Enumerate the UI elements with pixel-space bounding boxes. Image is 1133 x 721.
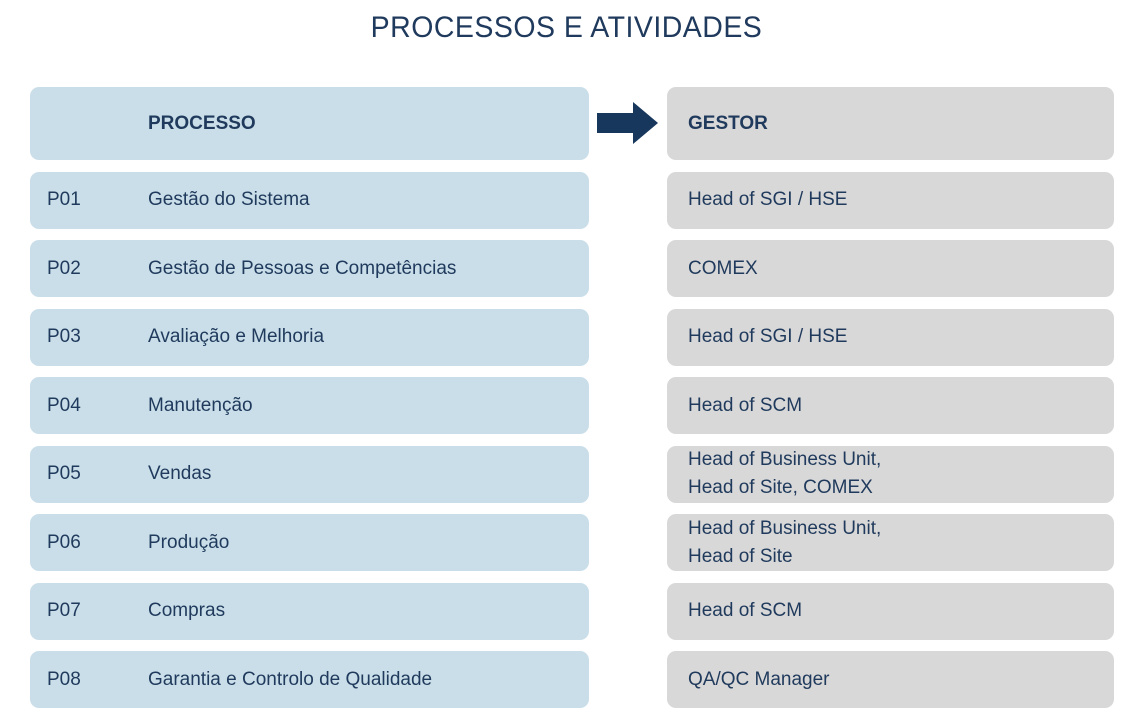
process-name-label: Compras (148, 600, 226, 621)
page-title: PROCESSOS E ATIVIDADES (370, 11, 763, 44)
gestor-name-label: QA/QC Manager (688, 668, 830, 690)
gestor-name-label: COMEX (688, 257, 758, 279)
gestor-row: COMEX (667, 240, 1114, 297)
process-row: P04 Manutenção (30, 377, 589, 434)
process-column: PROCESSO P01 Gestão do Sistema P02 Gestã… (30, 87, 589, 708)
process-header: PROCESSO (30, 87, 589, 160)
process-code-label: P03 (47, 326, 81, 347)
process-row: P05 Vendas (30, 445, 589, 503)
gestor-name-label: Head of SGI / HSE (688, 189, 848, 210)
gestor-name-label: Head of Business Unit, Head of Site (688, 517, 882, 567)
process-code-label: P08 (47, 668, 81, 690)
process-code-label: P07 (47, 600, 81, 621)
process-code-label: P02 (47, 257, 81, 279)
process-name-label: Produção (148, 531, 230, 553)
process-name-label: Garantia e Controlo de Qualidade (148, 668, 433, 690)
process-header-label: PROCESSO (148, 112, 256, 134)
gestor-row: Head of Business Unit, Head of Site (667, 514, 1114, 571)
process-row: P06 Produção (30, 514, 589, 571)
process-row: P07 Compras (30, 582, 589, 640)
process-row: P08 Garantia e Controlo de Qualidade (30, 651, 589, 708)
gestor-header-label: GESTOR (688, 112, 768, 134)
gestor-column: GESTOR Head of SGI / HSE COMEX Head of S… (667, 87, 1114, 708)
process-row: P01 Gestão do Sistema (30, 171, 589, 229)
gestor-header: GESTOR (667, 87, 1114, 160)
gestor-row: Head of SGI / HSE (667, 308, 1114, 366)
process-code-label: P01 (47, 189, 81, 210)
gestor-row: Head of SGI / HSE (667, 171, 1114, 229)
process-name-label: Manutenção (148, 394, 253, 416)
process-code-label: P05 (47, 463, 81, 484)
gestor-name-label: Head of SGI / HSE (688, 326, 848, 347)
gestor-row: Head of SCM (667, 582, 1114, 640)
process-name-label: Avaliação e Melhoria (148, 326, 325, 347)
process-code-label: P04 (47, 394, 81, 416)
gestor-row: QA/QC Manager (667, 651, 1114, 708)
process-code-label: P06 (47, 531, 81, 553)
process-name-label: Vendas (148, 463, 212, 484)
gestor-name-label: Head of SCM (688, 394, 803, 416)
gestor-name-label: Head of SCM (688, 600, 803, 621)
process-name-label: Gestão de Pessoas e Competências (148, 257, 457, 279)
gestor-row: Head of SCM (667, 377, 1114, 434)
gestor-name-label: Head of Business Unit, Head of Site, COM… (688, 449, 882, 498)
gestor-row: Head of Business Unit, Head of Site, COM… (667, 445, 1114, 503)
process-row: P02 Gestão de Pessoas e Competências (30, 240, 589, 297)
process-row: P03 Avaliação e Melhoria (30, 308, 589, 366)
right-arrow-icon (597, 100, 660, 146)
process-name-label: Gestão do Sistema (148, 189, 310, 210)
